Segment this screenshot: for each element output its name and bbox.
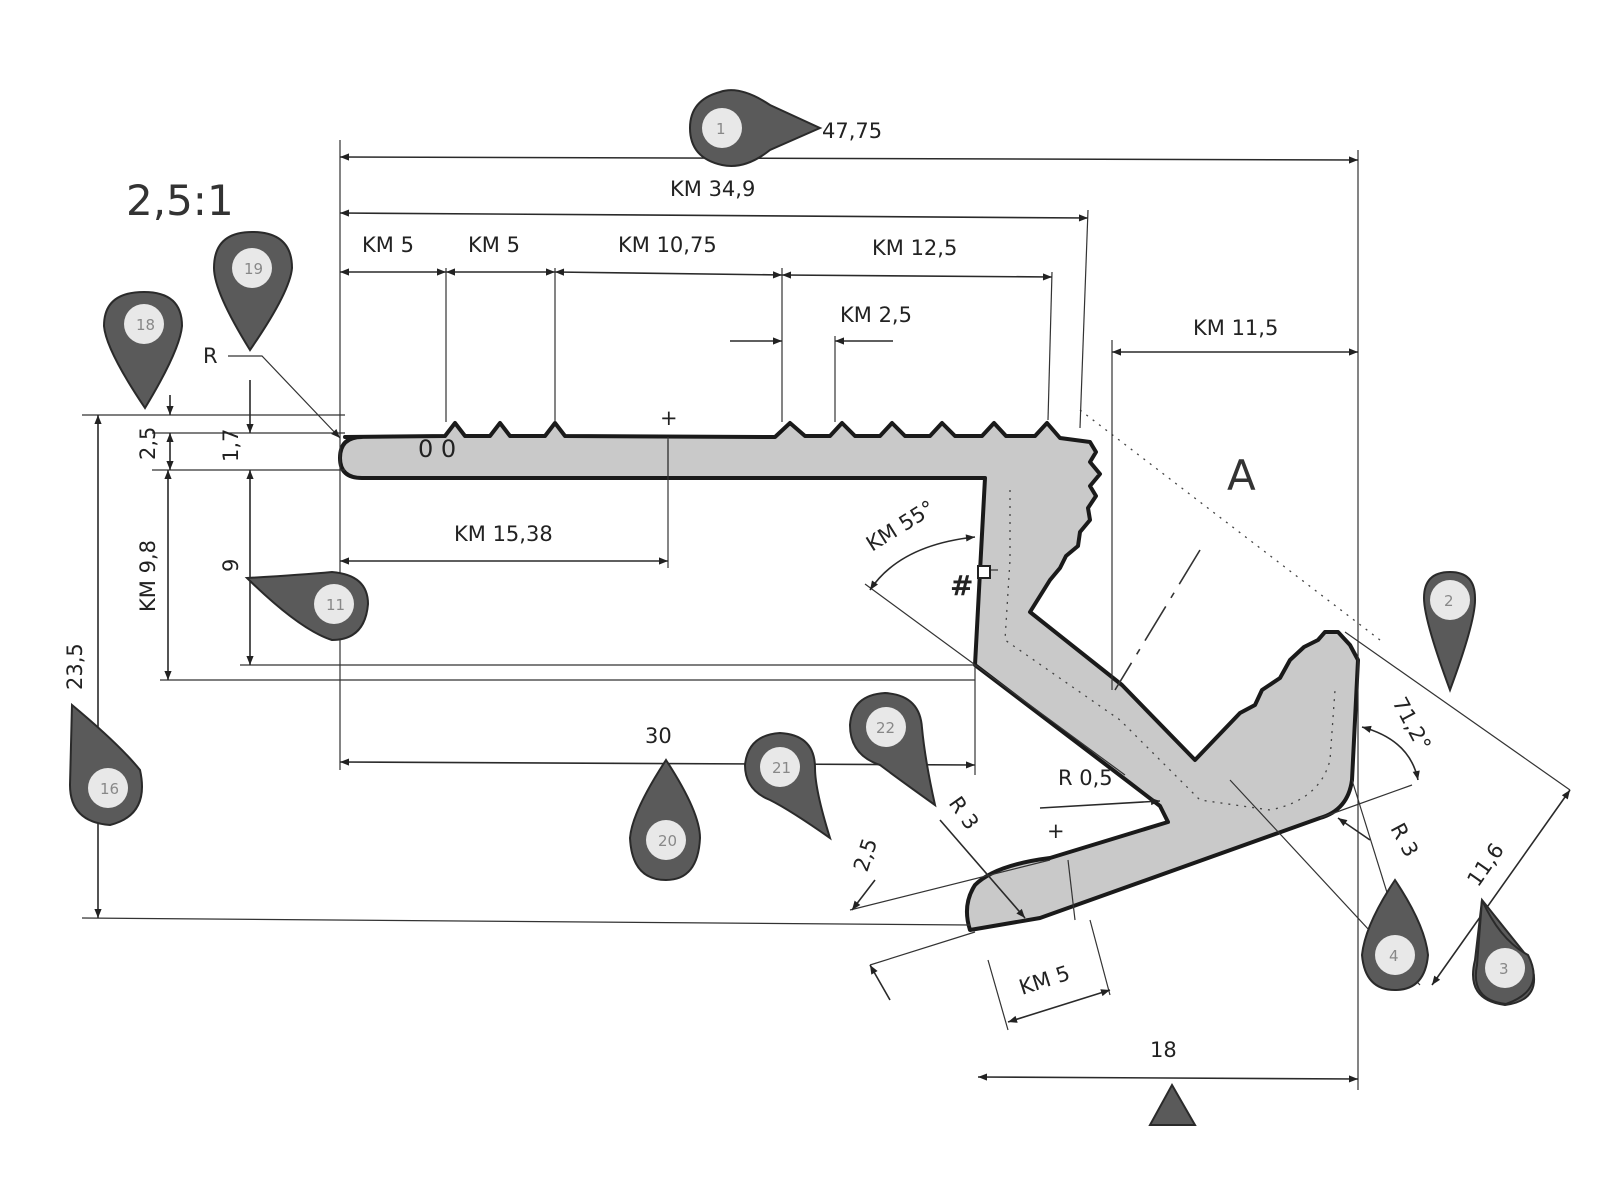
dim-1-7: 1,7 xyxy=(219,429,243,462)
callout-11: 11 xyxy=(244,570,370,642)
dim-km-15-38: KM 15,38 xyxy=(454,522,553,546)
svg-text:2: 2 xyxy=(1444,592,1454,610)
oo-label: 0 0 xyxy=(418,435,456,463)
plus-mark-top: + xyxy=(660,406,678,430)
dim-47-75: 47,75 xyxy=(822,119,882,143)
center-line xyxy=(1114,549,1201,691)
r-label: R xyxy=(203,344,218,368)
dim-km-11-5: KM 11,5 xyxy=(1193,316,1278,340)
datum-triangle-18 xyxy=(1148,1082,1197,1126)
svg-text:21: 21 xyxy=(772,759,791,777)
plus-mark-low: + xyxy=(1047,819,1065,843)
section-mark: A xyxy=(1227,451,1256,500)
dim-r-0-5: R 0,5 xyxy=(1058,766,1113,790)
callout-16: 16 xyxy=(68,702,143,827)
callout-22: 22 xyxy=(848,691,937,808)
dim-km-5-a: KM 5 xyxy=(362,233,414,257)
svg-text:20: 20 xyxy=(658,832,677,850)
svg-text:1: 1 xyxy=(716,120,726,138)
svg-text:16: 16 xyxy=(100,780,119,798)
svg-text:22: 22 xyxy=(876,719,895,737)
scale-label: 2,5:1 xyxy=(126,176,234,225)
callout-4: 4 xyxy=(1360,878,1430,992)
svg-text:11: 11 xyxy=(326,596,345,614)
callout-19: 19 xyxy=(212,230,294,352)
dim-km-2-5: KM 2,5 xyxy=(840,303,912,327)
dim-30: 30 xyxy=(645,724,672,748)
dim-km-10-75: KM 10,75 xyxy=(618,233,717,257)
hash-mark: # xyxy=(950,569,973,602)
dim-18: 18 xyxy=(1150,1038,1177,1062)
dim-11-6: 11,6 xyxy=(1462,839,1508,891)
callout-21: 21 xyxy=(743,731,832,841)
svg-text:3: 3 xyxy=(1499,960,1509,978)
dim-km-9-8: KM 9,8 xyxy=(136,540,160,612)
svg-text:4: 4 xyxy=(1389,947,1399,965)
callout-1: 1 xyxy=(688,89,823,167)
svg-text:18: 18 xyxy=(136,316,155,334)
dim-9: 9 xyxy=(219,559,243,572)
profile-part xyxy=(338,421,1360,932)
callout-pins: 1 2 3 4 11 16 xyxy=(68,89,1535,1126)
dim-km-34-9: KM 34,9 xyxy=(670,177,755,201)
callout-18: 18 xyxy=(102,290,184,410)
dim-r-3-a: R 3 xyxy=(944,792,984,834)
dim-km-12-5: KM 12,5 xyxy=(872,236,957,260)
dim-2-5-low: 2,5 xyxy=(849,835,882,874)
dim-km-5-b: KM 5 xyxy=(468,233,520,257)
dimension-lines xyxy=(81,140,1571,1090)
dim-23-5: 23,5 xyxy=(63,643,87,690)
callout-2: 2 xyxy=(1422,570,1477,693)
dim-71-2: 71,2° xyxy=(1388,693,1436,755)
dim-r-3-b: R 3 xyxy=(1386,819,1423,861)
callout-20: 20 xyxy=(628,758,702,882)
dim-2-5-left: 2,5 xyxy=(136,427,160,460)
callout-3: 3 xyxy=(1472,897,1535,1007)
dim-km-5-low: KM 5 xyxy=(1016,961,1073,1000)
svg-text:19: 19 xyxy=(244,260,263,278)
